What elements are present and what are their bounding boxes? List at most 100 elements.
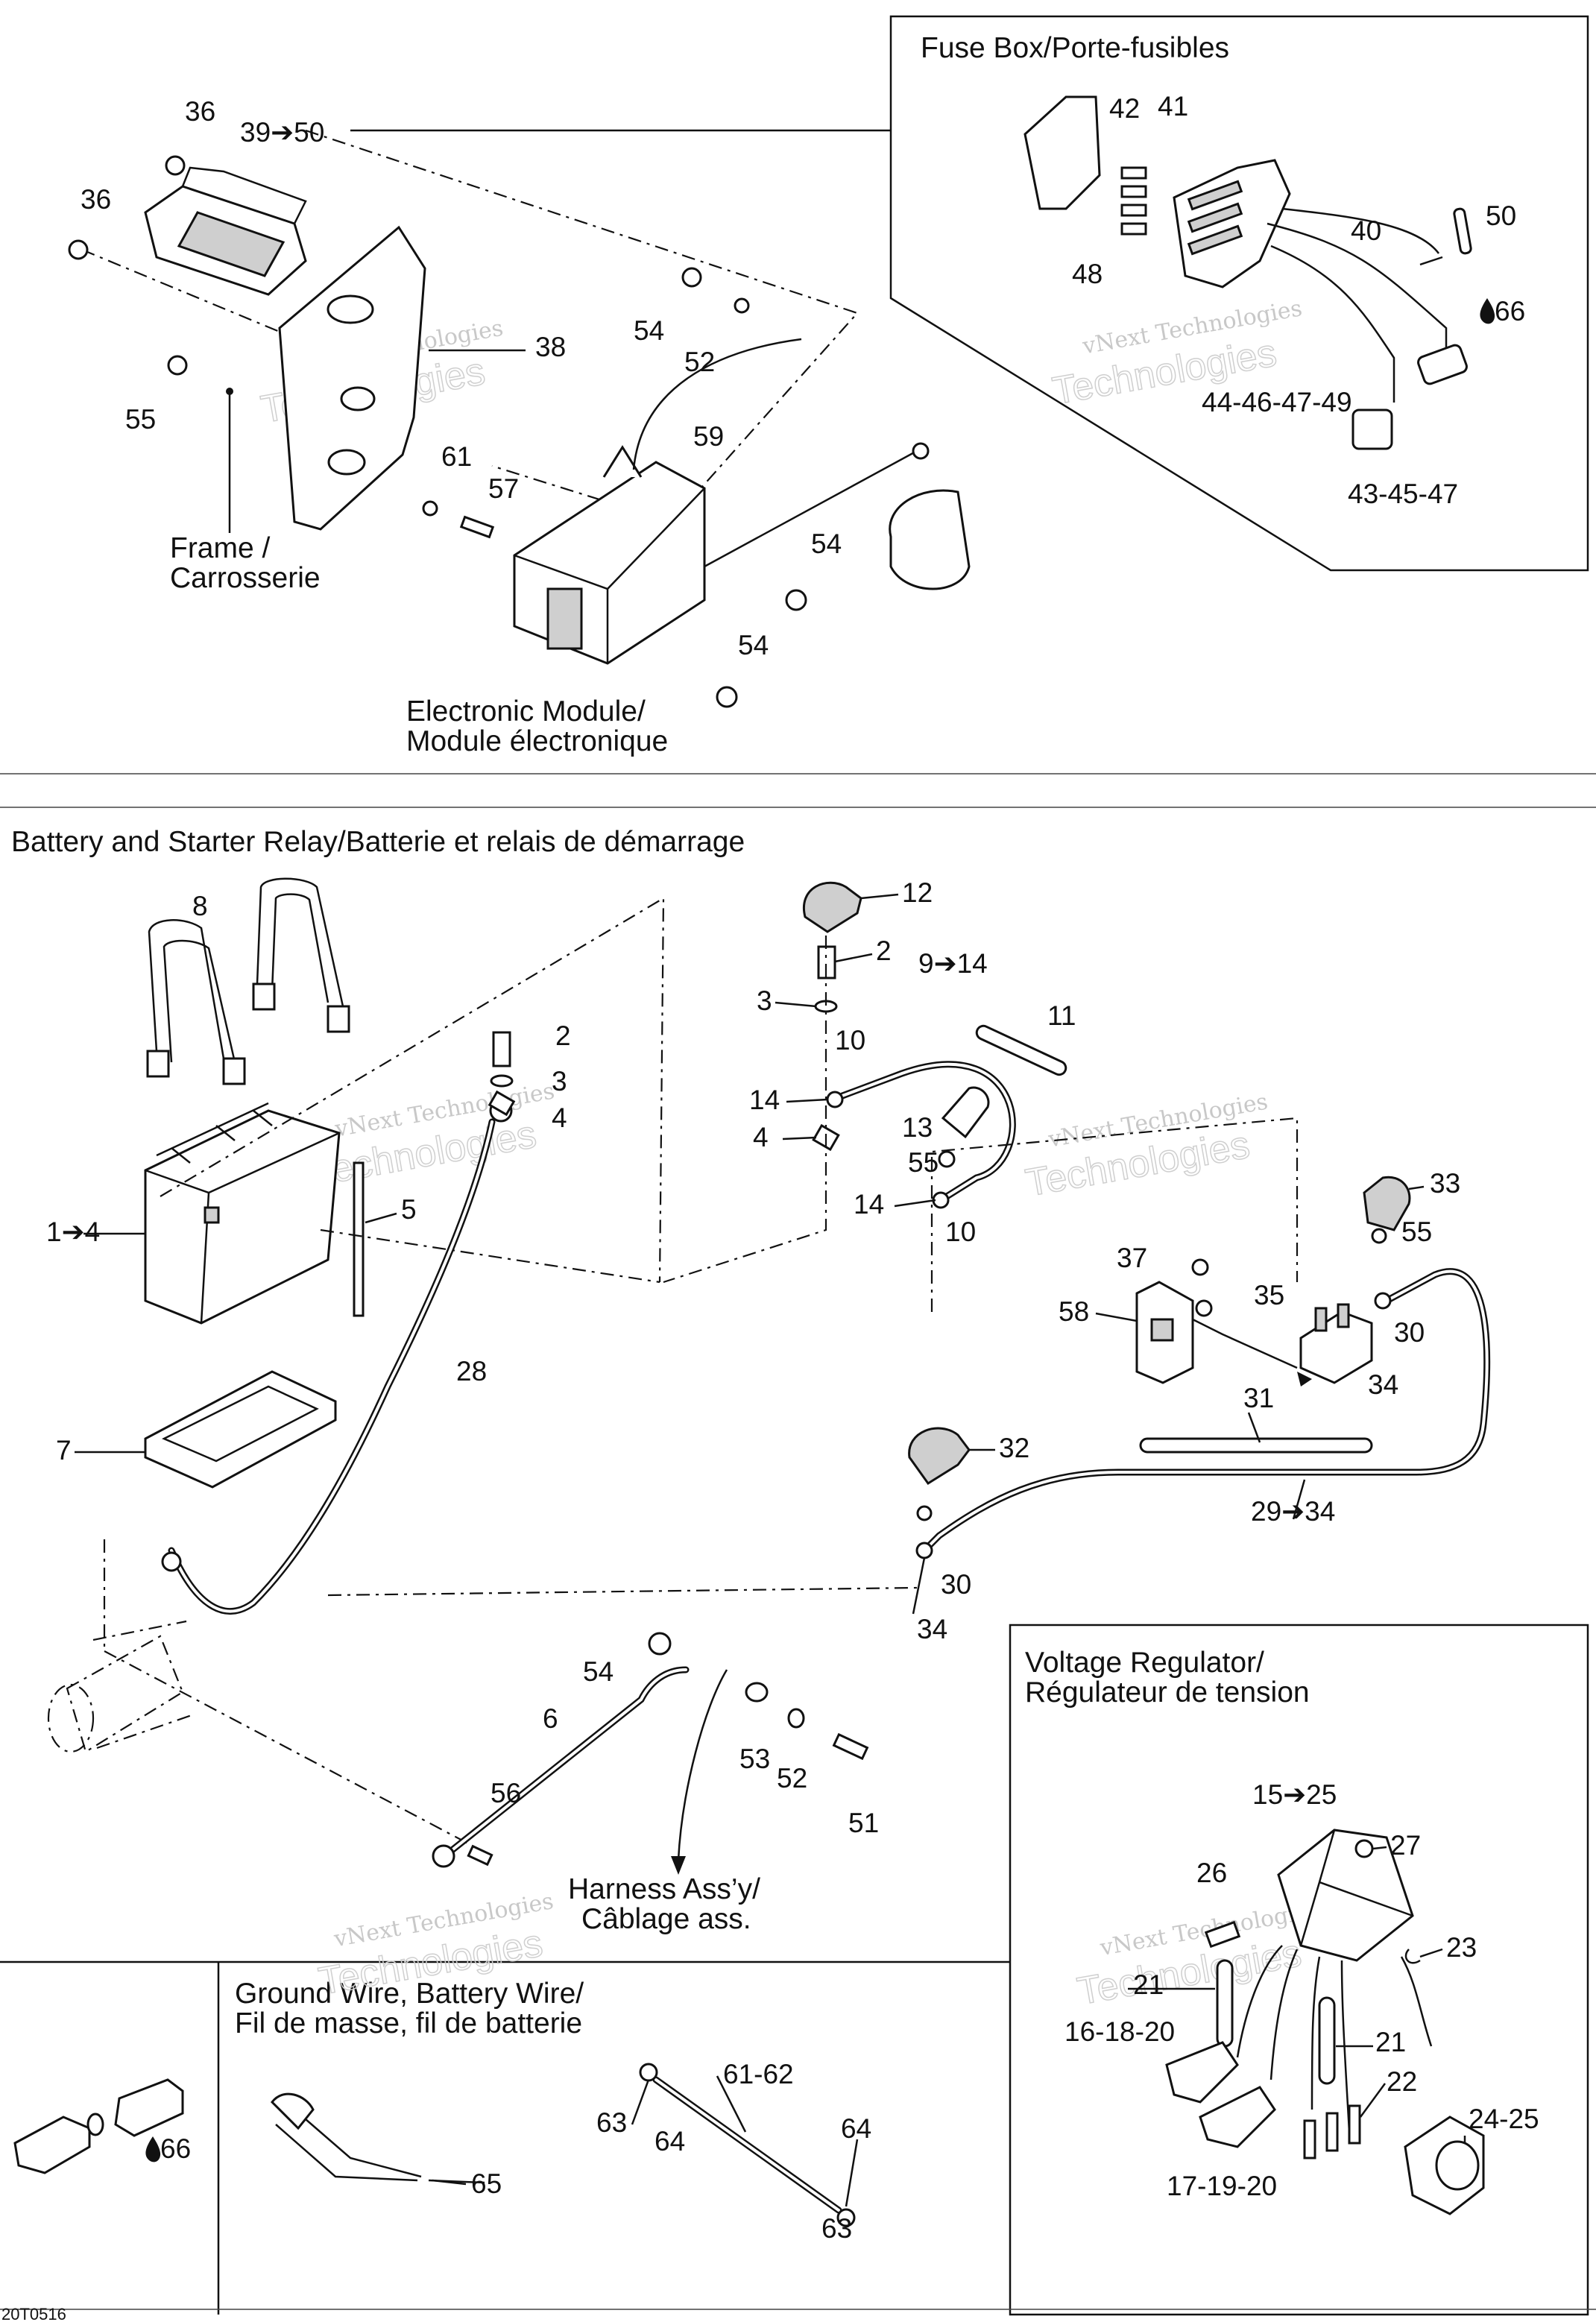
ground-wire-group: [13, 2063, 856, 2227]
callout-56: 56: [491, 1778, 521, 1808]
nut-54a: [681, 267, 702, 288]
cap-33: [1363, 1176, 1411, 1231]
callout-22: 22: [1387, 2066, 1417, 2097]
battery-tray: [144, 1370, 337, 1489]
terminal-left: [13, 2116, 91, 2174]
callout-55a: 55: [125, 404, 156, 435]
callout-54a: 54: [634, 315, 664, 346]
washer-27: [1354, 1839, 1374, 1858]
vent-tube: [353, 1161, 365, 1317]
module-dash-outline: [305, 129, 859, 523]
callout-64b: 64: [841, 2113, 871, 2144]
terminals-22: [1303, 2104, 1361, 2159]
module-connector: [144, 166, 307, 296]
callout-42: 42: [1109, 93, 1140, 124]
washer-61: [422, 500, 438, 517]
callout-39-50: 39➔50: [240, 117, 324, 148]
voltage-regulator-title-fr: Régulateur de tension: [1025, 1676, 1310, 1709]
screw-37: [1191, 1258, 1209, 1276]
voltage-regulator-title-en: Voltage Regulator/: [1025, 1647, 1264, 1679]
connector-44: [1417, 344, 1468, 385]
nut-54b: [785, 589, 807, 611]
frame-label-fr: Carrosserie: [170, 562, 321, 594]
callout-54b: 54: [811, 529, 842, 559]
cap-13: [941, 1086, 990, 1139]
bolt-26: [1204, 1920, 1241, 1949]
callout-63b: 63: [821, 2213, 852, 2244]
callout-54c: 54: [738, 630, 769, 660]
callouts: 36 36 39➔50 38 55 54 52 59 61 57 54 54 4…: [46, 91, 1539, 2244]
fuse-50: [1453, 207, 1472, 255]
callout-30b: 30: [941, 1569, 971, 1600]
callout-43-47: 43-45-47: [1348, 479, 1458, 509]
callout-8: 8: [192, 891, 208, 921]
ground-wire-frame: [0, 1960, 1010, 2315]
callout-37: 37: [1117, 1243, 1147, 1273]
ground-wire-title-en: Ground Wire, Battery Wire/: [235, 1978, 584, 2010]
callout-7: 7: [56, 1435, 72, 1466]
callout-6: 6: [543, 1703, 558, 1734]
sleeve-11: [975, 1024, 1067, 1076]
callout-21a: 21: [1133, 1969, 1164, 2000]
cap-32: [908, 1427, 971, 1486]
callout-64a: 64: [655, 2126, 685, 2157]
callout-2b: 2: [876, 936, 892, 966]
connector-17: [1199, 2086, 1276, 2148]
washer-3a: [490, 1074, 514, 1088]
nut-53: [745, 1682, 769, 1703]
callout-27: 27: [1390, 1830, 1421, 1861]
nut-54d: [648, 1632, 672, 1656]
module-bracket: [278, 225, 426, 531]
callout-11: 11: [1047, 1000, 1076, 1031]
battery-relay-title: Battery and Starter Relay/Batterie et re…: [11, 826, 745, 858]
callout-1-4: 1➔4: [46, 1217, 100, 1247]
callout-58: 58: [1059, 1296, 1089, 1327]
nut-55c: [1371, 1228, 1387, 1244]
leader-lines: [75, 893, 1466, 2207]
callout-36b: 36: [81, 184, 111, 215]
battery: [144, 1102, 341, 1325]
crimp-tool-65: [275, 2109, 422, 2182]
nut-55b: [938, 1150, 956, 1168]
callout-51: 51: [848, 1808, 879, 1838]
callout-13: 13: [902, 1112, 933, 1143]
callout-55b: 55: [908, 1147, 939, 1178]
callout-4a: 4: [552, 1102, 567, 1133]
callout-15-25: 15➔25: [1252, 1779, 1337, 1810]
fuse-holder: [1173, 159, 1291, 288]
fuse-box-frame: [889, 15, 1589, 572]
callout-23: 23: [1446, 1932, 1477, 1963]
callout-32: 32: [999, 1433, 1029, 1463]
footer-code: 20T0516: [1, 2305, 66, 2322]
callout-9-14: 9➔14: [918, 948, 988, 979]
strap-8b: [256, 877, 344, 1007]
oil-drop-icon: [1480, 298, 1495, 324]
voltage-regulator-group: [1165, 1829, 1485, 2215]
callout-36a: 36: [185, 96, 215, 127]
screw-36b: [68, 239, 89, 260]
callout-14b: 14: [854, 1189, 884, 1220]
callout-10b: 10: [945, 1217, 976, 1247]
callout-63a: 63: [596, 2107, 627, 2138]
callout-14a: 14: [749, 1085, 780, 1115]
callout-66b: 66: [160, 2133, 191, 2164]
sleeve-21a: [1216, 1959, 1234, 2048]
clip-23: [1404, 1949, 1421, 1964]
starter-relay-group: [663, 881, 1491, 1559]
callout-52a: 52: [684, 347, 715, 377]
callout-54d: 54: [583, 1656, 614, 1687]
strap-8a: [148, 919, 225, 1059]
relay-sketch: [889, 489, 971, 590]
voltage-regulator-frame: [1009, 1624, 1589, 2316]
callout-28: 28: [456, 1356, 487, 1386]
electronic-module: [513, 445, 706, 665]
callout-30a: 30: [1394, 1317, 1425, 1348]
callout-66a: 66: [1495, 296, 1525, 326]
callout-17-20: 17-19-20: [1167, 2171, 1277, 2201]
cap-12: [802, 881, 862, 933]
screw-36a: [165, 155, 186, 176]
sleeve-21b: [1318, 1996, 1336, 2085]
callout-61-62: 61-62: [723, 2059, 794, 2089]
callout-2a: 2: [555, 1020, 571, 1051]
